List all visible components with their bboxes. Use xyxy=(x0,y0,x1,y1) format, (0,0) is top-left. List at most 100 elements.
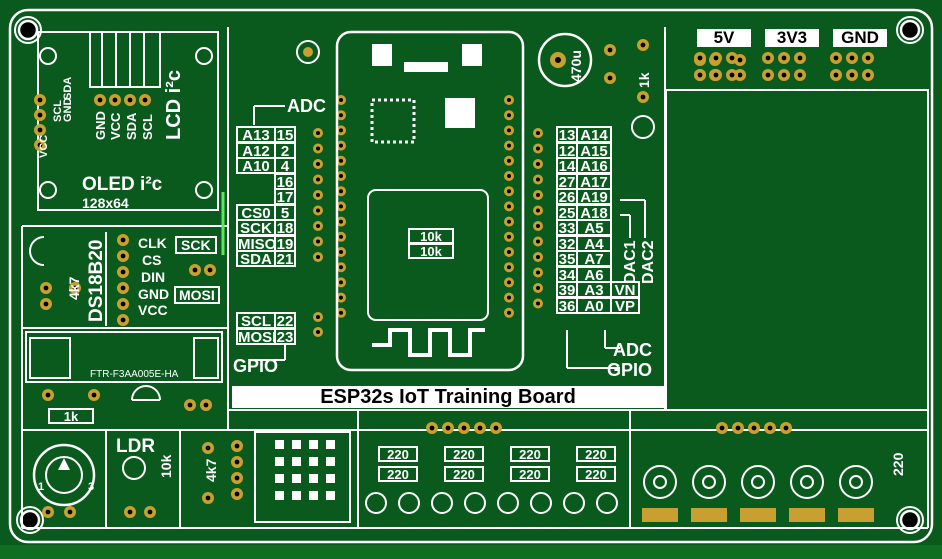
solder-pads xyxy=(34,39,874,518)
gpio-label-right: GPIO xyxy=(607,360,653,380)
pin-cell-num: 27 xyxy=(556,172,578,190)
pin-cell-name: A5 xyxy=(576,219,612,236)
solder-pad xyxy=(336,95,346,105)
pin-cell-name: SDA xyxy=(236,250,276,267)
solder-pad xyxy=(124,506,136,518)
solder-pad xyxy=(336,125,346,136)
solder-pad xyxy=(533,143,543,154)
solder-pad xyxy=(34,124,46,136)
lcd-pin-scl: SCL xyxy=(140,114,155,140)
solder-pad xyxy=(336,140,346,151)
pin-cell-num: 36 xyxy=(556,296,578,314)
solder-pad xyxy=(336,277,346,288)
esp-resistor-1: 10k xyxy=(408,228,454,244)
button-icon xyxy=(692,465,726,499)
dht-grid-cell xyxy=(292,474,301,483)
pin-cell-name xyxy=(236,188,276,205)
solder-pad xyxy=(313,190,323,200)
solder-pad xyxy=(748,422,760,434)
pin-cell-name: SCL xyxy=(236,312,276,329)
led-resistor: 220 xyxy=(378,466,418,482)
solder-pad xyxy=(231,472,243,484)
solder-pad xyxy=(124,94,136,106)
solder-pad xyxy=(313,143,323,154)
solder-pad xyxy=(504,216,514,227)
button-icon xyxy=(741,465,775,499)
solder-pad xyxy=(830,52,842,64)
solder-pad xyxy=(504,231,514,242)
led-icon xyxy=(596,492,618,514)
dht-grid-cell xyxy=(309,440,318,449)
lcd-pin-vcc: VCC xyxy=(108,112,123,140)
pin-cell-num: 25 xyxy=(556,203,578,221)
dac2-label: DAC2 xyxy=(640,240,657,284)
dht-grid-cell xyxy=(275,457,284,466)
solder-pad xyxy=(34,109,46,121)
dht-grid-cell xyxy=(309,491,318,500)
solder-pad xyxy=(313,252,323,262)
solder-pad xyxy=(637,91,649,103)
led-icon xyxy=(464,492,486,514)
solder-pad xyxy=(716,422,728,434)
max-pin-din: DIN xyxy=(141,269,166,285)
solder-pad xyxy=(726,69,738,81)
solder-pad xyxy=(202,442,214,454)
solder-pad xyxy=(336,262,346,273)
solder-pad xyxy=(533,236,543,247)
pin-row: 17 xyxy=(236,188,296,205)
solder-pad xyxy=(42,506,54,518)
solder-pad xyxy=(533,298,543,309)
pin-cell-extra xyxy=(610,142,640,159)
solder-pad xyxy=(533,174,543,185)
solder-pad xyxy=(710,69,722,81)
lcd-label: LCD i²c xyxy=(163,70,185,140)
solder-pad xyxy=(231,440,243,452)
solder-pad xyxy=(604,72,616,84)
header-gnd-label: GND xyxy=(833,29,887,47)
solder-pad xyxy=(231,488,243,500)
solder-pad xyxy=(533,252,543,262)
solder-pad xyxy=(94,94,106,106)
button-resistor: 220 xyxy=(890,452,906,476)
pin-cell-num: 16 xyxy=(274,172,296,190)
solder-pad xyxy=(64,506,76,518)
pin-cell-num: 21 xyxy=(274,250,296,267)
max-mosi-label: MOSI xyxy=(174,286,220,304)
solder-pad xyxy=(504,140,514,151)
oled-resolution: 128x64 xyxy=(82,195,129,211)
solder-pad xyxy=(694,69,706,81)
pin-cell-extra xyxy=(610,204,640,221)
solder-pad xyxy=(762,69,774,81)
dht-grid-cell xyxy=(309,457,318,466)
solder-pad xyxy=(794,52,806,64)
solder-pad xyxy=(313,327,323,337)
solder-pad xyxy=(117,250,129,262)
pin-cell-name: A3 xyxy=(576,281,612,298)
button-icon xyxy=(643,465,677,499)
solder-pad xyxy=(204,264,216,276)
solder-pad xyxy=(504,125,514,136)
relay-part-label: FTR-F3AA005E-HA xyxy=(90,369,179,380)
solder-pad xyxy=(336,186,346,197)
led-resistor: 220 xyxy=(378,446,418,462)
oled-pin-vcc: VCC xyxy=(38,134,50,158)
led-resistor: 220 xyxy=(510,466,550,482)
solder-pad xyxy=(313,236,323,247)
pin-cell-num: 35 xyxy=(556,250,578,267)
solder-pad xyxy=(533,205,543,216)
button-icon xyxy=(790,465,824,499)
solder-pad xyxy=(846,52,858,64)
gpio-label-left: GPIO xyxy=(233,356,279,376)
solder-pad xyxy=(504,201,514,212)
pin-cell-name: CS0 xyxy=(236,203,276,221)
dht-grid-cell xyxy=(326,440,335,449)
